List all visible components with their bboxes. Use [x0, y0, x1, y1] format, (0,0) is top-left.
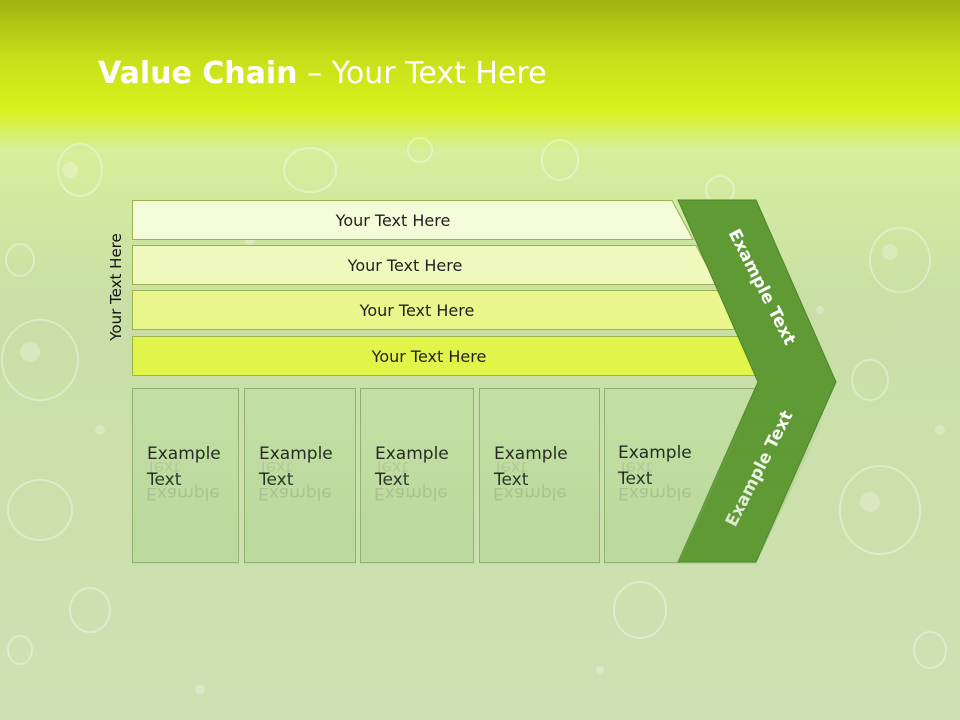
title-rest: – Your Text Here [297, 56, 547, 91]
reflection-column-3-line2: Text [374, 457, 409, 477]
column-5-line2: Text [618, 466, 760, 492]
column-3-line1: Example [375, 441, 473, 467]
column-1: Example Text [132, 388, 239, 563]
reflection-column-4-line2: Text [493, 457, 528, 477]
column-5-line1: Example [618, 440, 760, 466]
reflection-column-1-line2: Text [146, 457, 181, 477]
column-4-line1: Example [494, 441, 599, 467]
column-1-line1: Example [147, 441, 238, 467]
reflection-column-4-line1: Example [493, 483, 567, 503]
bar-2: Your Text Here [132, 245, 718, 285]
bar-1-shape [132, 200, 694, 240]
reflection-chevron [678, 408, 830, 564]
column-2-line1: Example [259, 441, 355, 467]
reflection-column-1-line1: Example [146, 483, 220, 503]
column-2: Example Text [244, 388, 356, 563]
column-1-line2: Text [147, 467, 238, 493]
bar-2-label: Your Text Here [347, 255, 463, 275]
title-bold: Value Chain [98, 56, 298, 91]
reflection-column-5-line2: Text [618, 457, 653, 477]
bar-1-label: Your Text Here [335, 210, 451, 230]
bar-3: Your Text Here [132, 290, 742, 330]
bar-4: Your Text Here [132, 336, 766, 376]
vertical-side-label: Your Text Here [107, 233, 125, 341]
column-2-line2: Text [259, 467, 355, 493]
slide-title: Value Chain – Your Text Here [98, 52, 547, 96]
column-4: Example Text [479, 388, 600, 563]
reflection-column-3-line1: Example [374, 483, 448, 503]
column-3: Example Text [360, 388, 474, 563]
reflection-column-2-line2: Text [258, 457, 293, 477]
column-4-line2: Text [494, 467, 599, 493]
column-3-line2: Text [375, 467, 473, 493]
bar-4-label: Your Text Here [371, 346, 487, 366]
chevron-arrow [677, 199, 837, 563]
bar-1: Your Text Here [132, 200, 694, 240]
bar-3-label: Your Text Here [359, 300, 475, 320]
reflection-column-2-line1: Example [258, 483, 332, 503]
